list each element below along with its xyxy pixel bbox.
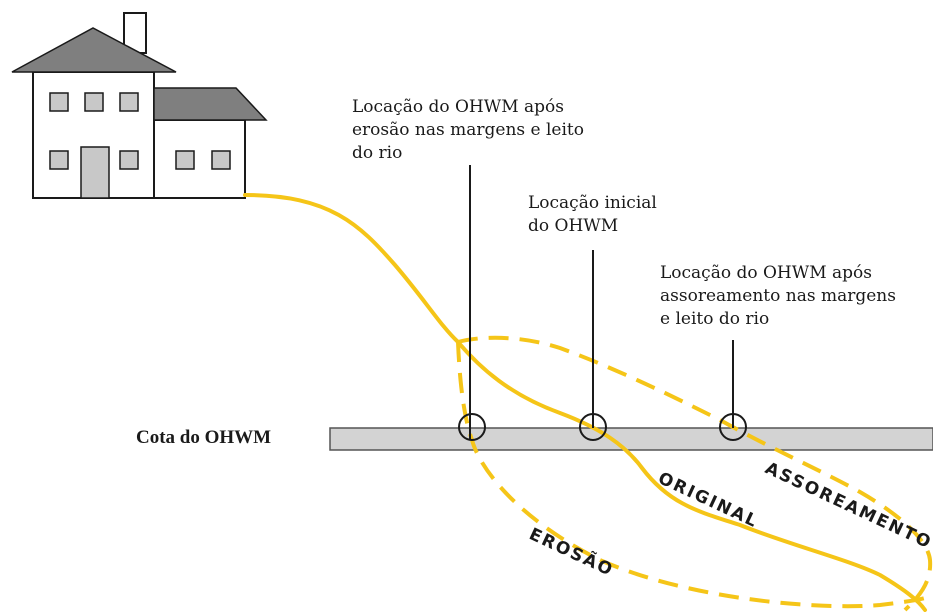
house-annex-wall — [153, 119, 246, 199]
aggradation-profile-line — [457, 335, 933, 612]
house-icon — [11, 12, 268, 199]
initial-callout: Locação inicial do OHWM — [528, 192, 657, 238]
house-annex-roof — [153, 87, 268, 121]
house-window — [211, 150, 231, 170]
aggradation-callout: Locação do OHWM após assoreamento nas ma… — [660, 262, 896, 331]
erosion-callout-line: erosão nas margens e leito — [352, 120, 584, 140]
initial-callout-line: do OHWM — [528, 216, 619, 236]
house-window — [49, 150, 69, 170]
erosion-ohwm-marker — [458, 413, 486, 441]
house-window — [175, 150, 195, 170]
erosion-curve-label: EROSÃO — [526, 522, 618, 581]
house-window — [49, 92, 69, 112]
aggradation-curve-label: ASSOREAMENTO — [762, 458, 933, 553]
initial-ohwm-marker — [579, 413, 607, 441]
aggradation-callout-line: assoreamento nas margens — [660, 286, 896, 306]
initial-callout-line: Locação inicial — [528, 193, 657, 213]
house-main-roof — [11, 27, 177, 73]
house-window — [119, 92, 139, 112]
erosion-callout: Locação do OHWM após erosão nas margens … — [352, 96, 584, 165]
erosion-callout-line: Locação do OHWM após — [352, 97, 565, 117]
ohwm-level-band — [329, 427, 933, 451]
aggradation-ohwm-marker — [719, 413, 747, 441]
aggradation-callout-line: e leito do rio — [660, 309, 770, 329]
erosion-profile-line — [456, 341, 926, 609]
original-curve-label: ORIGINAL — [655, 468, 762, 532]
erosion-callout-line: do rio — [352, 143, 403, 163]
house-door — [80, 146, 110, 199]
house-window — [84, 92, 104, 112]
aggradation-callout-line: Locação do OHWM após — [660, 263, 873, 283]
house-window — [119, 150, 139, 170]
ohwm-level-label: Cota do OHWM — [136, 427, 272, 448]
original-profile-line — [243, 193, 927, 612]
